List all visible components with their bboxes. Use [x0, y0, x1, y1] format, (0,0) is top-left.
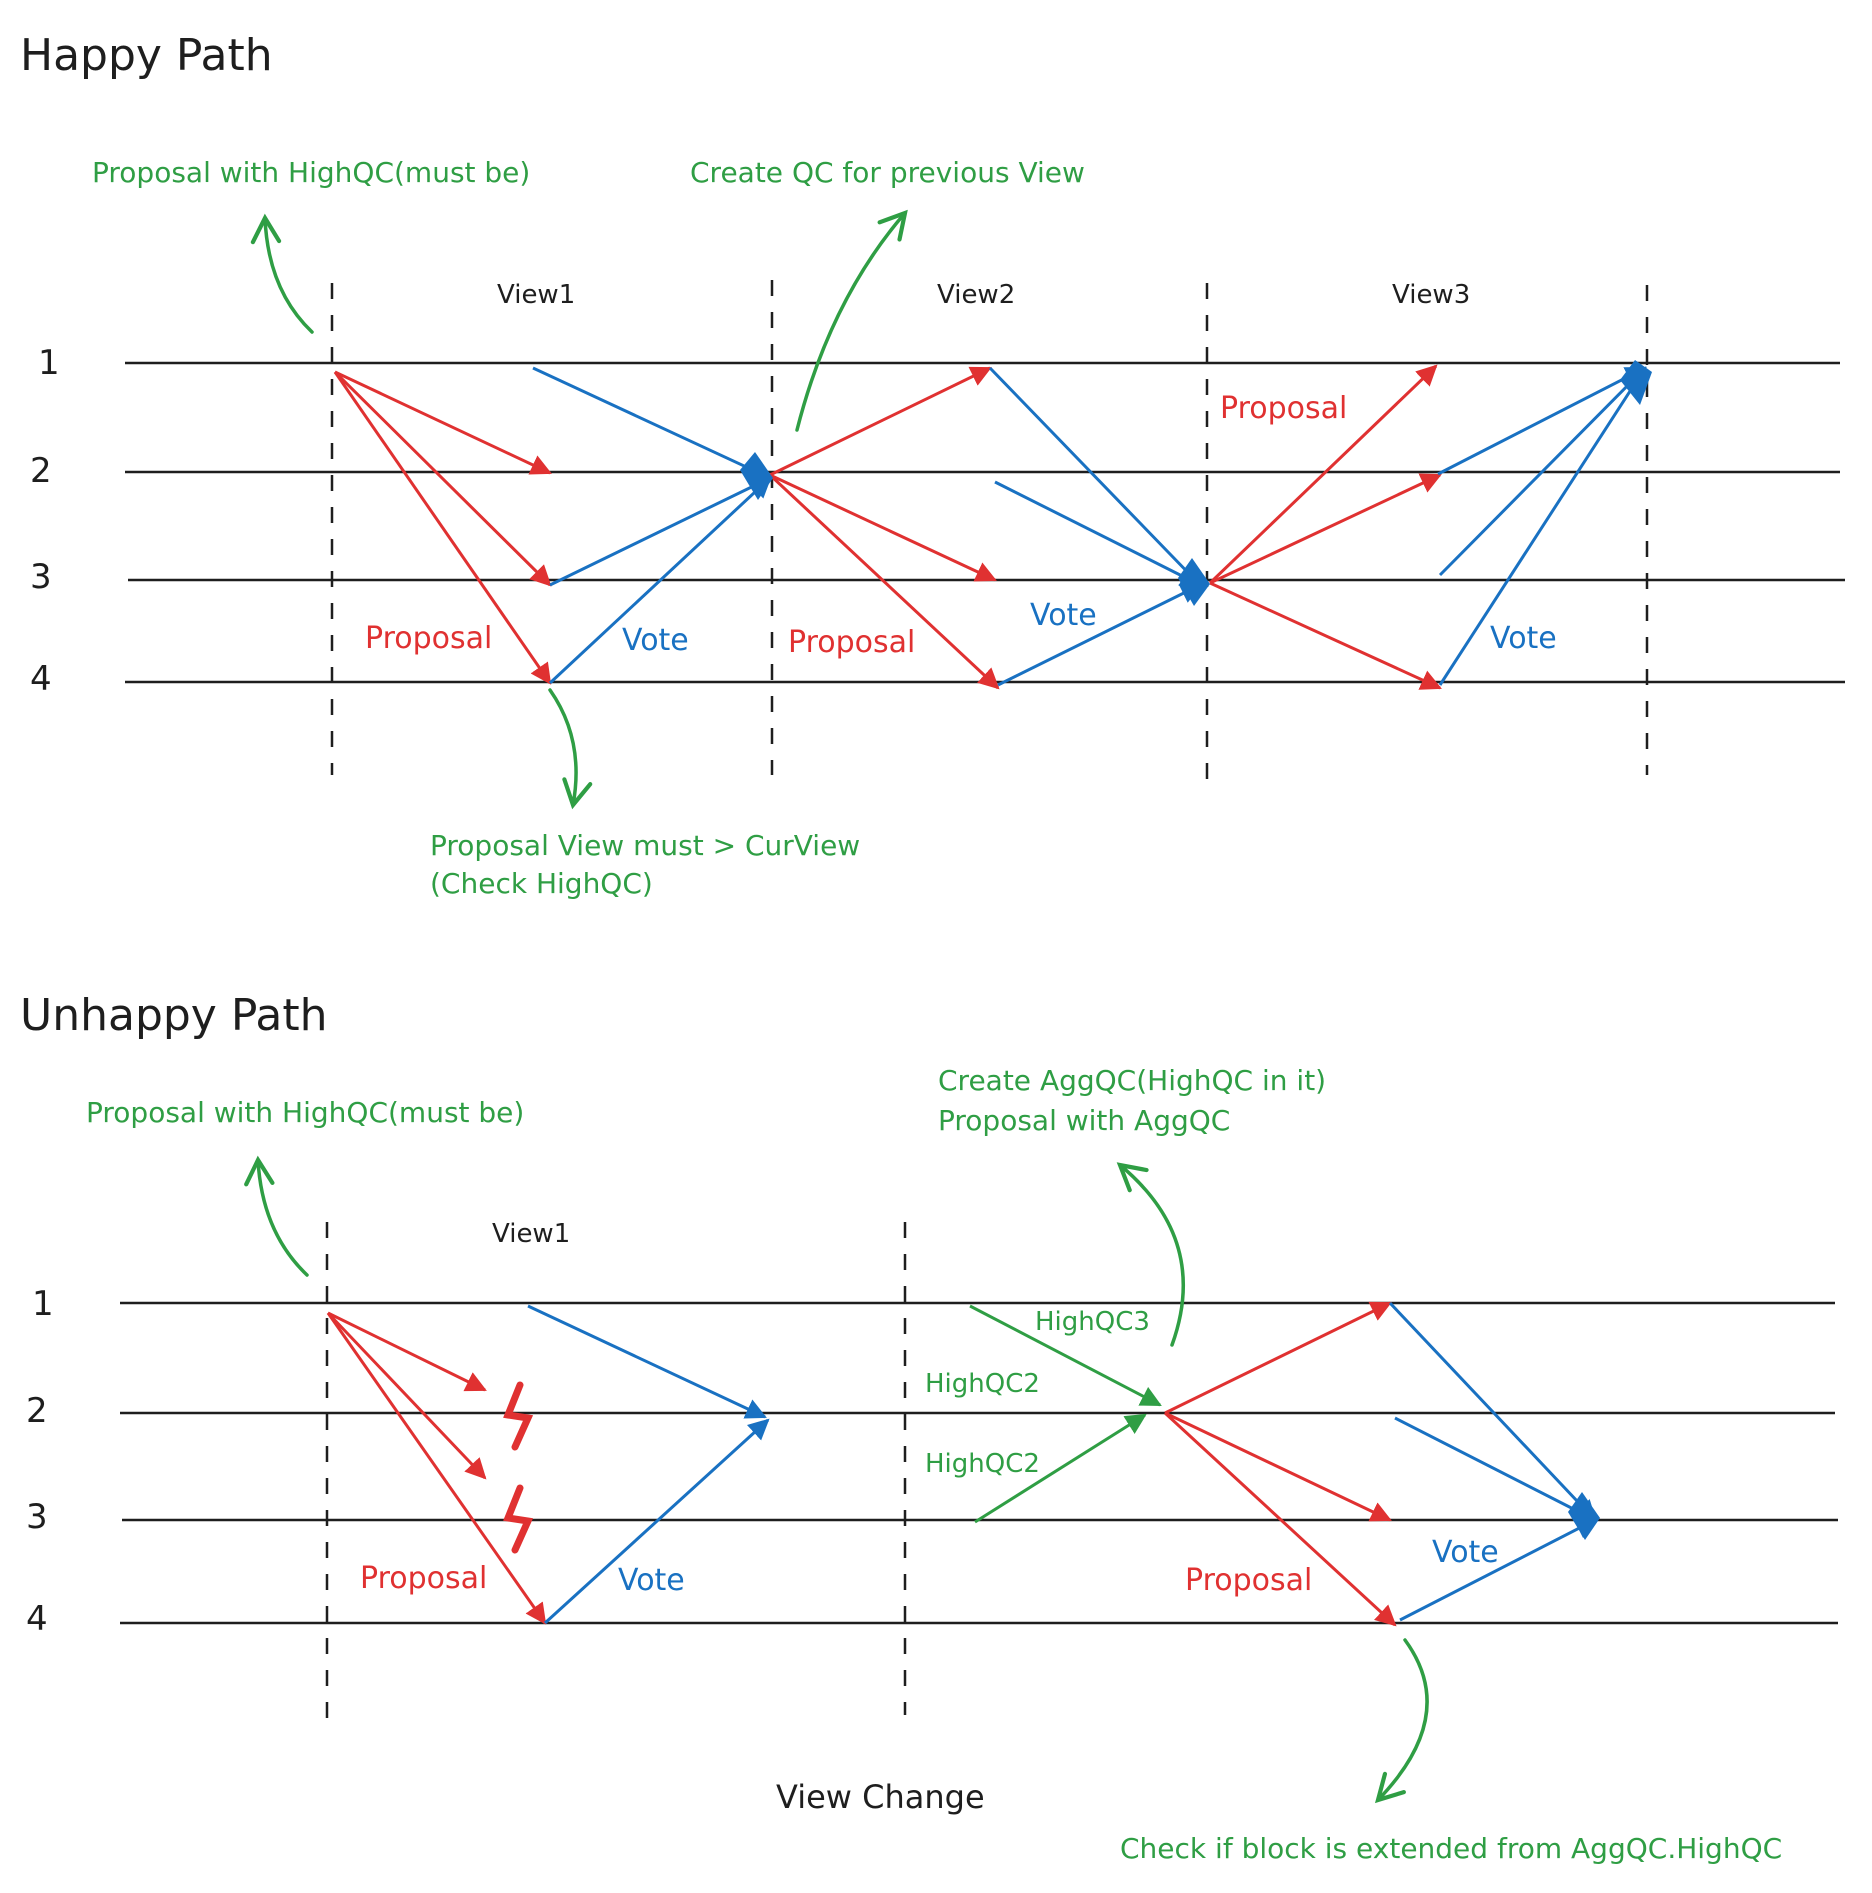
unhappy-note-proposal-highqc: Proposal with HighQC(must be): [86, 1096, 524, 1129]
unhappy-vote-arrow: [1394, 1416, 1597, 1522]
unhappy-vote-arrow: [1388, 1301, 1597, 1522]
happy-vote-label: Vote: [622, 623, 689, 658]
unhappy-vote-arrow: [543, 1418, 770, 1625]
happy-view-label-1: View1: [497, 280, 575, 310]
unhappy-node-label-4: 4: [26, 1599, 48, 1639]
highqc-arrow: [969, 1304, 1162, 1407]
unhappy-proposal-arrow: [326, 1312, 547, 1625]
happy-vote-arrow: [548, 476, 772, 685]
happy-vote-arrow: [997, 583, 1202, 687]
happy-callout-arrow: [795, 209, 908, 432]
unhappy-callout-arrow: [244, 1155, 309, 1277]
happy-vote-label: Vote: [1490, 621, 1557, 656]
failed-delivery-icon: [503, 1381, 534, 1451]
unhappy-proposal-arrow: [1163, 1411, 1397, 1627]
happy-vote-arrow: [1438, 366, 1647, 686]
happy-proposal-arrow: [769, 366, 992, 477]
happy-note-proposal-highqc: Proposal with HighQC(must be): [92, 156, 530, 189]
happy-note-create-qc: Create QC for previous View: [690, 156, 1085, 189]
happy-view-label-2: View2: [937, 280, 1015, 310]
happy-note-view-check-sub: (Check HighQC): [430, 867, 653, 900]
happy-node-label-4: 4: [30, 659, 52, 699]
happy-vote-arrow: [1438, 366, 1647, 577]
highqc3-label: HighQC3: [1035, 1307, 1150, 1337]
unhappy-view-label-1: View1: [492, 1219, 570, 1249]
happy-node-label-1: 1: [38, 343, 60, 383]
unhappy-callout-arrow: [1116, 1162, 1185, 1347]
unhappy-proposal-arrow: [1164, 1301, 1392, 1415]
unhappy-qc-marker: [1568, 1492, 1600, 1540]
view-change-label: View Change: [776, 1778, 985, 1816]
happy-node-label-3: 3: [30, 557, 52, 597]
unhappy-vote-label: Vote: [1432, 1535, 1499, 1570]
unhappy-vote-label: Vote: [618, 1563, 685, 1598]
highqc2-label: HighQC2: [925, 1369, 1040, 1399]
unhappy-proposal-arrow: [1164, 1411, 1392, 1522]
happy-node-label-2: 2: [30, 451, 52, 491]
unhappy-vote-arrow: [1399, 1518, 1597, 1622]
unhappy-note-check-block: Check if block is extended from AggQC.Hi…: [1120, 1832, 1782, 1865]
highqc-arrow: [974, 1413, 1147, 1524]
unhappy-callout-arrow: [1374, 1638, 1429, 1804]
happy-path-title: Happy Path: [20, 30, 273, 81]
happy-view-label-3: View3: [1392, 280, 1470, 310]
unhappy-vote-arrow: [527, 1304, 767, 1419]
happy-vote-arrow: [1437, 366, 1647, 476]
happy-vote-arrow: [532, 366, 772, 480]
unhappy-node-label-1: 1: [32, 1284, 54, 1324]
happy-note-view-check: Proposal View must > CurView: [430, 829, 860, 862]
unhappy-note-aggqc-proposal: Proposal with AggQC: [938, 1104, 1230, 1137]
unhappy-path-section: Unhappy Path 1 2 3 4 View1: [20, 990, 1838, 1865]
unhappy-proposal-arrow: [327, 1311, 487, 1392]
happy-qc-marker: [740, 452, 773, 500]
happy-vote-arrow: [988, 366, 1202, 587]
unhappy-proposal-label: Proposal: [360, 1561, 487, 1596]
happy-proposal-arrow: [1208, 364, 1438, 585]
happy-proposal-arrow: [334, 370, 552, 475]
unhappy-proposal-arrow: [326, 1311, 487, 1480]
unhappy-node-label-2: 2: [26, 1391, 48, 1431]
happy-vote-arrow: [994, 480, 1202, 587]
highqc2-label: HighQC2: [925, 1449, 1040, 1479]
happy-proposal-arrow: [768, 473, 1000, 690]
happy-qc-marker: [1178, 558, 1210, 606]
happy-path-section: Happy Path 1 2 3 4 View1 View2 View3: [20, 30, 1845, 900]
unhappy-note-aggqc: Create AggQC(HighQC in it): [938, 1064, 1326, 1097]
happy-qc-marker: [1620, 360, 1652, 405]
happy-vote-arrow: [549, 476, 772, 587]
happy-proposal-label: Proposal: [788, 625, 915, 660]
happy-proposal-label: Proposal: [365, 621, 492, 656]
happy-proposal-label: Proposal: [1220, 391, 1347, 426]
happy-vote-label: Vote: [1030, 598, 1097, 633]
unhappy-proposal-label: Proposal: [1185, 1563, 1312, 1598]
failed-delivery-icon: [503, 1484, 534, 1554]
unhappy-node-label-3: 3: [26, 1497, 48, 1537]
happy-proposal-arrow: [1209, 473, 1442, 585]
happy-proposal-arrow: [769, 473, 997, 582]
happy-proposal-arrow: [333, 370, 552, 587]
happy-proposal-arrow: [333, 371, 552, 685]
happy-callout-arrow: [250, 213, 314, 334]
happy-callout-arrow: [548, 688, 593, 810]
happy-proposal-arrow: [1209, 581, 1442, 690]
unhappy-path-title: Unhappy Path: [20, 990, 327, 1041]
